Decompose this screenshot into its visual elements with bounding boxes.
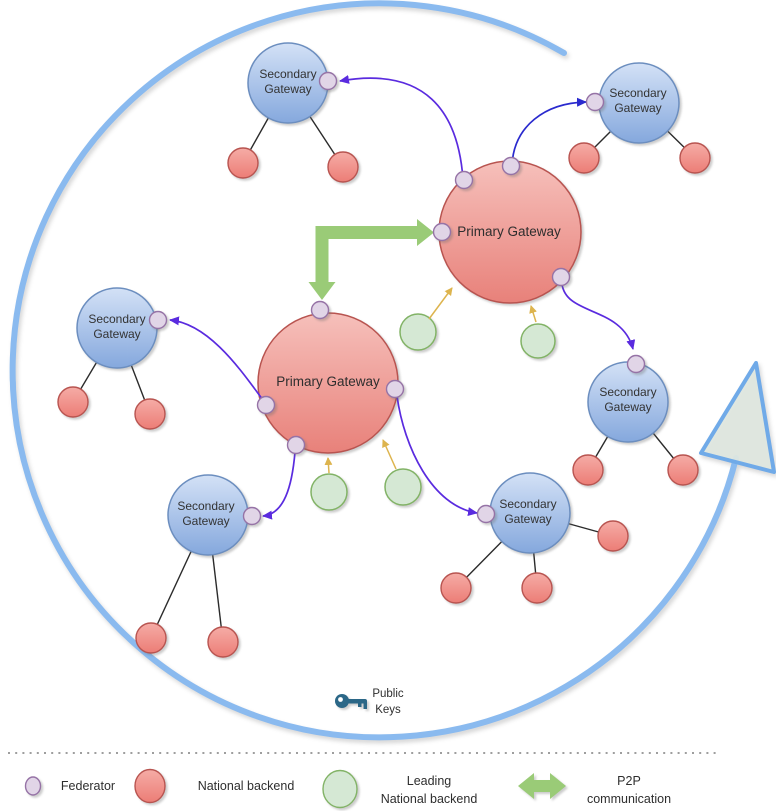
federator-node (148, 310, 168, 330)
sync-arrow (339, 75, 464, 180)
national-backend-node (227, 147, 259, 179)
federator-node (432, 222, 452, 242)
legend-national-backend-icon (134, 768, 166, 804)
national-backend-node (135, 622, 167, 654)
federator-node (476, 504, 496, 524)
federator-node (318, 71, 338, 91)
federator-node (454, 170, 474, 190)
federator-node (551, 267, 571, 287)
secondary-gateway-bottom-middle (489, 472, 571, 554)
secondary-gateway-bottom-left (167, 474, 249, 556)
key-icon (335, 694, 367, 709)
primary-gateway-left (257, 312, 399, 454)
leading-national-backend-node (384, 468, 422, 506)
key-upload-arrows (324, 287, 537, 474)
secondary-gateway-right (587, 361, 669, 443)
national-backend-node (679, 142, 711, 174)
national-backend-nodes (57, 142, 711, 658)
legend-federator-icon (24, 776, 42, 796)
federator-node (242, 506, 262, 526)
legend-icons (24, 768, 566, 809)
leading-national-backend-node (399, 313, 437, 351)
legend-p2p-arrow-icon (518, 773, 566, 799)
cycle-arc (9, 0, 739, 741)
p2p-arrow (308, 219, 434, 300)
cycle-arrowhead (699, 361, 776, 474)
sync-arrow (396, 395, 478, 517)
sync-arrow (262, 451, 296, 520)
federator-nodes (148, 71, 646, 526)
national-backend-node (57, 386, 89, 418)
national-backend-node (667, 454, 699, 486)
national-backend-node (440, 572, 472, 604)
leading-national-backend-node (520, 323, 556, 359)
sync-arrow (169, 316, 267, 405)
secondary-gateway-top-right (598, 62, 680, 144)
federator-node (256, 395, 276, 415)
national-backend-node (521, 572, 553, 604)
sync-arrows (169, 75, 636, 520)
secondary-gateway-left (76, 287, 158, 369)
sync-arrow-blue (511, 97, 587, 166)
legend-leading-backend-icon (322, 769, 358, 809)
federator-node (310, 300, 330, 320)
national-backend-node (597, 520, 629, 552)
cycle-arc-group (9, 0, 776, 741)
federator-node (286, 435, 306, 455)
federator-node (626, 354, 646, 374)
sync-arrow (561, 283, 636, 350)
federator-node (385, 379, 405, 399)
secondary-gateway-top-left (247, 42, 329, 124)
federator-node (501, 156, 521, 176)
national-backend-node (327, 151, 359, 183)
national-backend-node (134, 398, 166, 430)
national-backend-node (207, 626, 239, 658)
leading-national-backend-nodes (310, 313, 556, 511)
federator-node (585, 92, 605, 112)
national-backend-node (568, 142, 600, 174)
national-backend-node (572, 454, 604, 486)
leading-national-backend-node (310, 473, 348, 511)
